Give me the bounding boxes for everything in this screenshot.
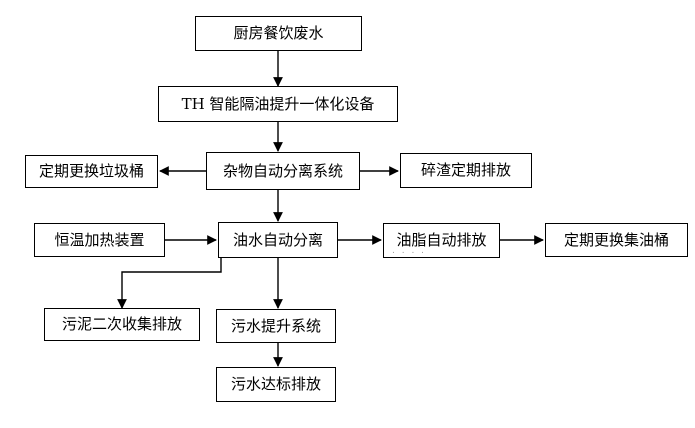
node-replace-trash-bin[interactable]: 定期更换垃圾桶 [25, 155, 158, 188]
node-replace-oil-collection-barrel[interactable]: 定期更换集油桶 [545, 223, 688, 257]
node-constant-temperature-heater[interactable]: 恒温加热装置 [34, 223, 165, 257]
node-th-integrated-equipment[interactable]: TH 智能隔油提升一体化设备 [158, 86, 398, 122]
node-label: 油脂自动排放 [396, 231, 487, 249]
node-sludge-secondary-collection-discharge[interactable]: 污泥二次收集排放 [44, 308, 200, 341]
node-grease-auto-discharge[interactable]: 油脂自动排放 [383, 223, 500, 258]
node-sewage-lifting-system[interactable]: 污水提升系统 [216, 309, 336, 343]
node-label: 污水达标排放 [230, 375, 321, 393]
node-label: 厨房餐饮废水 [233, 24, 324, 42]
node-label: 定期更换垃圾桶 [38, 162, 144, 180]
node-label: TH 智能隔油提升一体化设备 [181, 94, 375, 113]
edge-n6-n10 [117, 258, 222, 309]
node-label: 定期更换集油桶 [563, 230, 669, 249]
node-slag-periodic-discharge[interactable]: 碎渣定期排放 [400, 153, 532, 188]
node-label: 油水自动分离 [232, 230, 323, 249]
node-label: 恒温加热装置 [54, 230, 145, 249]
node-label: 污泥二次收集排放 [61, 315, 182, 333]
node-sewage-compliant-discharge[interactable]: 污水达标排放 [216, 367, 336, 402]
node-kitchen-wastewater[interactable]: 厨房餐饮废水 [195, 16, 362, 51]
node-label: 杂物自动分离系统 [222, 161, 343, 180]
scan-artifact-dots: . . . . [392, 246, 427, 256]
node-oil-water-auto-separation[interactable]: 油水自动分离 [218, 222, 338, 258]
node-debris-auto-separation-system[interactable]: 杂物自动分离系统 [206, 152, 360, 190]
node-label: 碎渣定期排放 [420, 161, 511, 179]
node-label: 污水提升系统 [230, 316, 321, 335]
